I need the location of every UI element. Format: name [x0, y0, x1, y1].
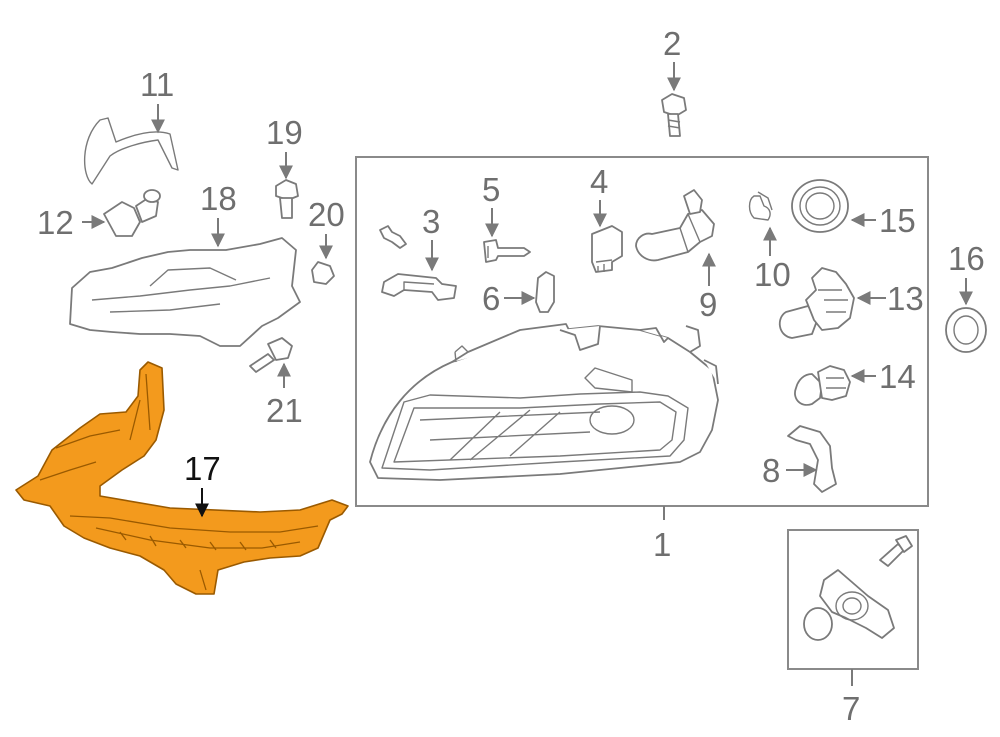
callout-6: 6 [482, 280, 500, 317]
callout-18: 18 [200, 180, 237, 217]
callout-11: 11 [140, 66, 174, 103]
callout-12: 12 [37, 204, 74, 241]
callout-7: 7 [842, 690, 860, 727]
callout-21: 21 [266, 392, 303, 429]
part-17-bracket-highlighted [15, 361, 349, 595]
callout-19: 19 [266, 114, 303, 151]
callout-13: 13 [887, 280, 924, 317]
part-8-seal [787, 425, 837, 493]
part-15-cap [791, 179, 849, 233]
callout-16: 16 [948, 240, 985, 277]
callout-9: 9 [699, 286, 717, 323]
part-6-clip [535, 271, 555, 313]
callout-10: 10 [754, 256, 791, 293]
part-4-connector [591, 225, 623, 273]
part-3-bracket [379, 225, 457, 301]
callout-5: 5 [482, 171, 500, 208]
part-5-screw [483, 239, 531, 263]
part-7-module [803, 535, 913, 641]
part-16-seal [945, 307, 987, 353]
callout-1: 1 [653, 526, 671, 563]
callout-20: 20 [308, 196, 345, 233]
part-20-clip [311, 261, 335, 285]
callout-4: 4 [590, 163, 608, 200]
part-13-bulb [778, 267, 855, 339]
part-12-plug [103, 189, 161, 237]
part-10-clip [748, 191, 773, 221]
part-21-bolt [249, 337, 293, 373]
headlamp-group-box [355, 156, 929, 507]
callout-15: 15 [879, 202, 916, 239]
callout-2: 2 [663, 25, 681, 62]
part-2-bolt [661, 93, 687, 137]
part-19-bolt [275, 179, 299, 219]
callout-17: 17 [184, 450, 221, 487]
callout-14: 14 [879, 358, 916, 395]
part-18-bracket [69, 237, 301, 347]
part-11-hose [83, 117, 179, 185]
part-14-bulb [794, 365, 851, 406]
callout-8: 8 [762, 452, 780, 489]
part-9-bulb [635, 189, 715, 262]
headlamp-housing [369, 323, 719, 481]
callout-3: 3 [422, 203, 440, 240]
